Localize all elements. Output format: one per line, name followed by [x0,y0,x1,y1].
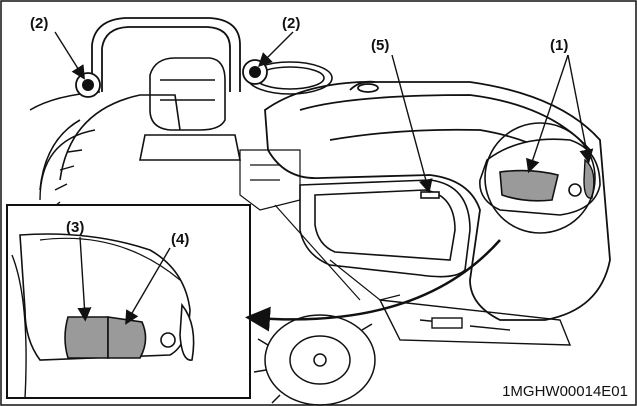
callout-2-right: (2) [282,15,300,32]
rear-work-light-right [242,59,268,85]
engine-details [239,149,401,301]
headlight-assembly [479,122,601,234]
drawing-code: 1MGHW00014E01 [502,383,628,400]
leader-lines [54,31,594,325]
callout-5: (5) [371,37,389,54]
rear-work-light-left [75,72,101,98]
front-tire [253,314,376,406]
rops-frame [91,17,241,92]
detail-arrow [245,239,501,332]
inset-panel [6,204,251,399]
front-axle [378,299,572,346]
side-grille [299,179,471,278]
callout-3: (3) [66,219,84,236]
callout-4: (4) [171,231,189,248]
callout-2-left: (2) [30,15,48,32]
seat [139,57,241,161]
callout-1: (1) [550,37,568,54]
